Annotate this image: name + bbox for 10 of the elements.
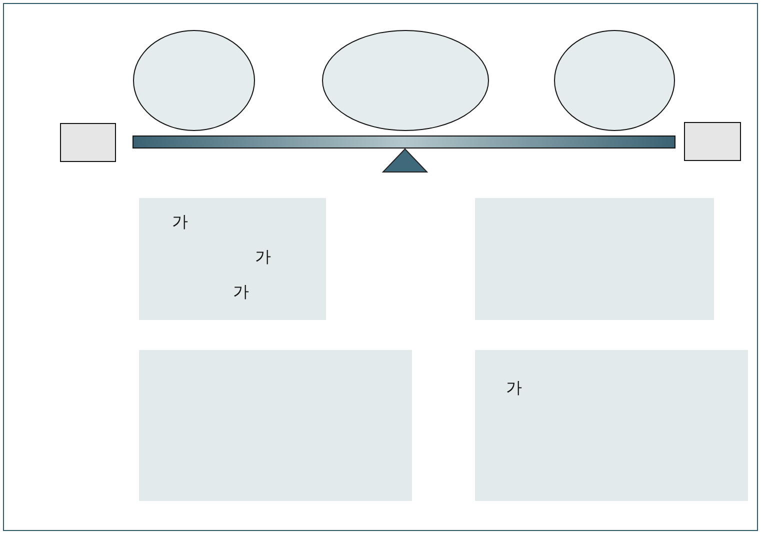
panel-text: 가	[233, 283, 249, 301]
small-box	[684, 122, 741, 161]
panel-box	[139, 350, 412, 501]
small-box	[60, 123, 116, 162]
panel-text: 가	[506, 379, 522, 397]
panel-text: 가	[172, 213, 188, 231]
panel-box	[475, 198, 714, 320]
panel-text: 가	[255, 248, 271, 266]
text-panel	[139, 198, 326, 320]
text-panel	[475, 350, 748, 501]
